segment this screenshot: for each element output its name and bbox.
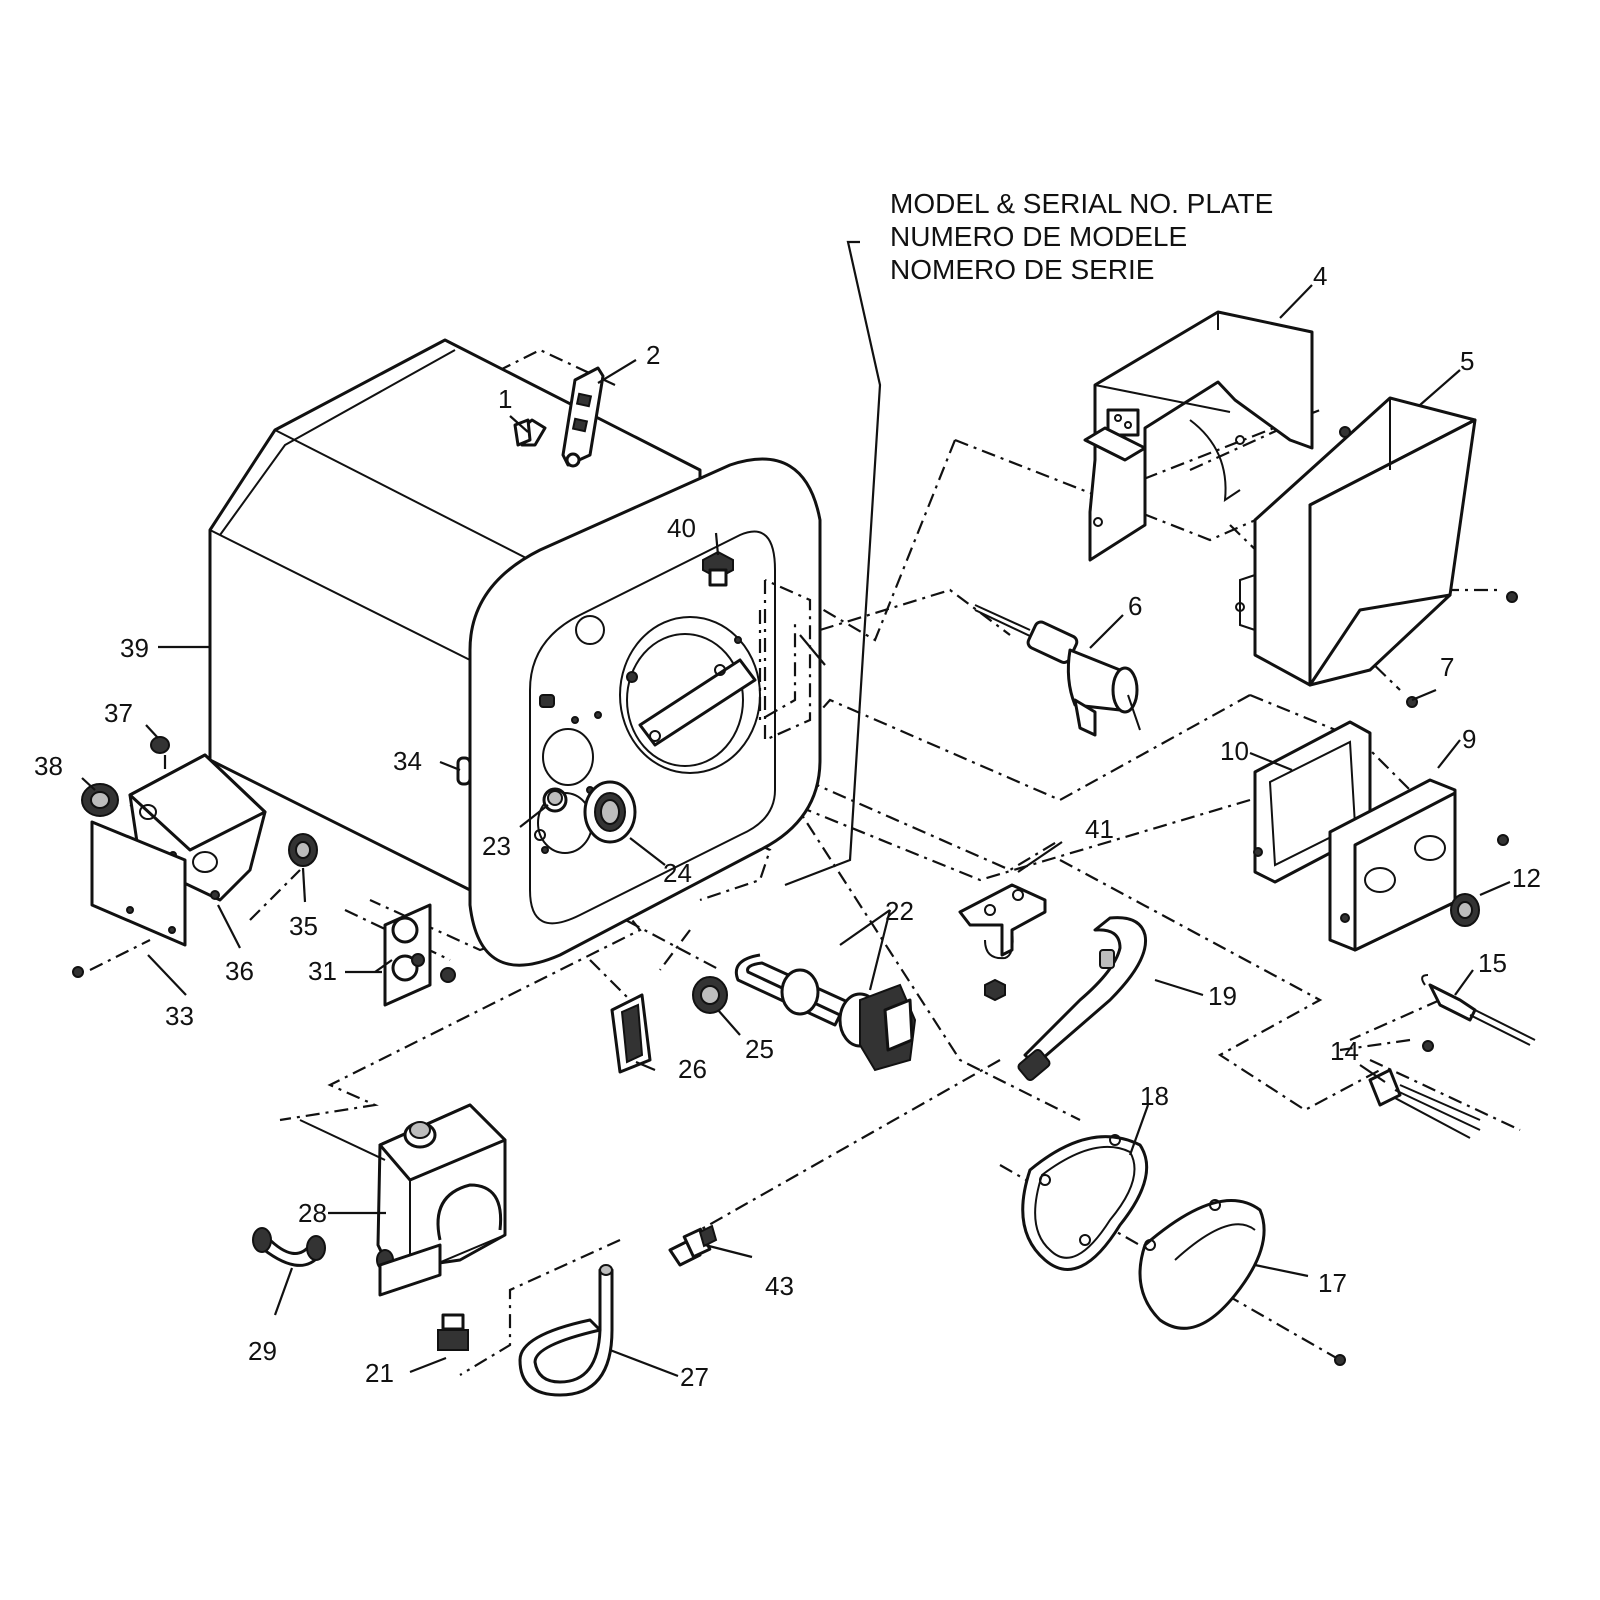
callout-40: 40 xyxy=(667,513,696,543)
cover-4 xyxy=(1083,310,1314,562)
callout-17: 17 xyxy=(1318,1268,1347,1298)
knob-12 xyxy=(1450,893,1480,927)
knob-35 xyxy=(288,833,318,867)
callout-10: 10 xyxy=(1220,736,1249,766)
callout-6: 6 xyxy=(1128,591,1142,621)
fitting-1 xyxy=(513,418,547,447)
plate-line-2: NUMERO DE MODELE xyxy=(890,221,1187,252)
callout-23: 23 xyxy=(482,831,511,861)
callout-4: 4 xyxy=(1313,261,1327,291)
electrode-14 xyxy=(1368,1068,1481,1139)
electrode-15 xyxy=(1421,974,1536,1046)
burner-tube-19 xyxy=(1017,916,1148,1082)
panel-5 xyxy=(1235,396,1477,687)
switch-26 xyxy=(610,993,652,1074)
cover-17 xyxy=(1138,1199,1266,1330)
elbow-29 xyxy=(252,1227,326,1267)
callout-31: 31 xyxy=(308,956,337,986)
relief-valve-2 xyxy=(561,366,605,468)
callout-38: 38 xyxy=(34,751,63,781)
callout-27: 27 xyxy=(680,1362,709,1392)
callout-14: 14 xyxy=(1330,1036,1359,1066)
callout-35: 35 xyxy=(289,911,318,941)
plate-line-1: MODEL & SERIAL NO. PLATE xyxy=(890,188,1273,219)
knob-23 xyxy=(542,787,568,813)
plate-line-3: NOMERO DE SERIE xyxy=(890,254,1154,285)
callout-21: 21 xyxy=(365,1358,394,1388)
callout-18: 18 xyxy=(1140,1081,1169,1111)
fitting-21 xyxy=(437,1313,469,1351)
serial-plate xyxy=(758,578,812,742)
fitting-43 xyxy=(668,1224,718,1267)
knob-38 xyxy=(81,783,119,817)
fitting-front-small xyxy=(539,694,555,708)
gasket-18 xyxy=(1021,1134,1149,1271)
callout-24: 24 xyxy=(663,858,692,888)
callout-39: 39 xyxy=(120,633,149,663)
screw-37 xyxy=(150,736,170,754)
callout-12: 12 xyxy=(1512,863,1541,893)
front-frame xyxy=(468,457,822,967)
module-9 xyxy=(1328,778,1457,952)
clip-34 xyxy=(456,756,472,786)
tube-27 xyxy=(518,1264,614,1397)
callout-37: 37 xyxy=(104,698,133,728)
callout-41: 41 xyxy=(1085,814,1114,844)
callout-19: 19 xyxy=(1208,981,1237,1011)
callout-25: 25 xyxy=(745,1034,774,1064)
burner-opening xyxy=(619,616,761,774)
gasket-24 xyxy=(583,780,637,844)
gas-valve-28 xyxy=(299,1103,507,1297)
callout-29: 29 xyxy=(248,1336,277,1366)
leader-lines xyxy=(81,240,1511,1378)
callout-22: 22 xyxy=(885,896,914,926)
callout-34: 34 xyxy=(393,746,422,776)
callout-1: 1 xyxy=(498,384,512,414)
callout-5: 5 xyxy=(1460,346,1474,376)
callout-9: 9 xyxy=(1462,724,1476,754)
knob-25 xyxy=(692,976,728,1014)
part-callouts: 1 2 4 5 6 7 9 10 12 14 15 17 18 19 21 22… xyxy=(34,261,1541,1392)
callout-28: 28 xyxy=(298,1198,327,1228)
callout-26: 26 xyxy=(678,1054,707,1084)
callout-36: 36 xyxy=(225,956,254,986)
serial-plate-label: MODEL & SERIAL NO. PLATE NUMERO DE MODEL… xyxy=(890,188,1273,285)
callout-7: 7 xyxy=(1440,652,1454,682)
heating-element-22 xyxy=(734,953,917,1072)
callout-43: 43 xyxy=(765,1271,794,1301)
bracket-31 xyxy=(383,903,456,1007)
bracket-41 xyxy=(958,883,1047,1002)
callout-33: 33 xyxy=(165,1001,194,1031)
thermostat-6 xyxy=(974,604,1141,737)
callout-2: 2 xyxy=(646,340,660,370)
callout-15: 15 xyxy=(1478,948,1507,978)
cover-33 xyxy=(90,820,187,947)
